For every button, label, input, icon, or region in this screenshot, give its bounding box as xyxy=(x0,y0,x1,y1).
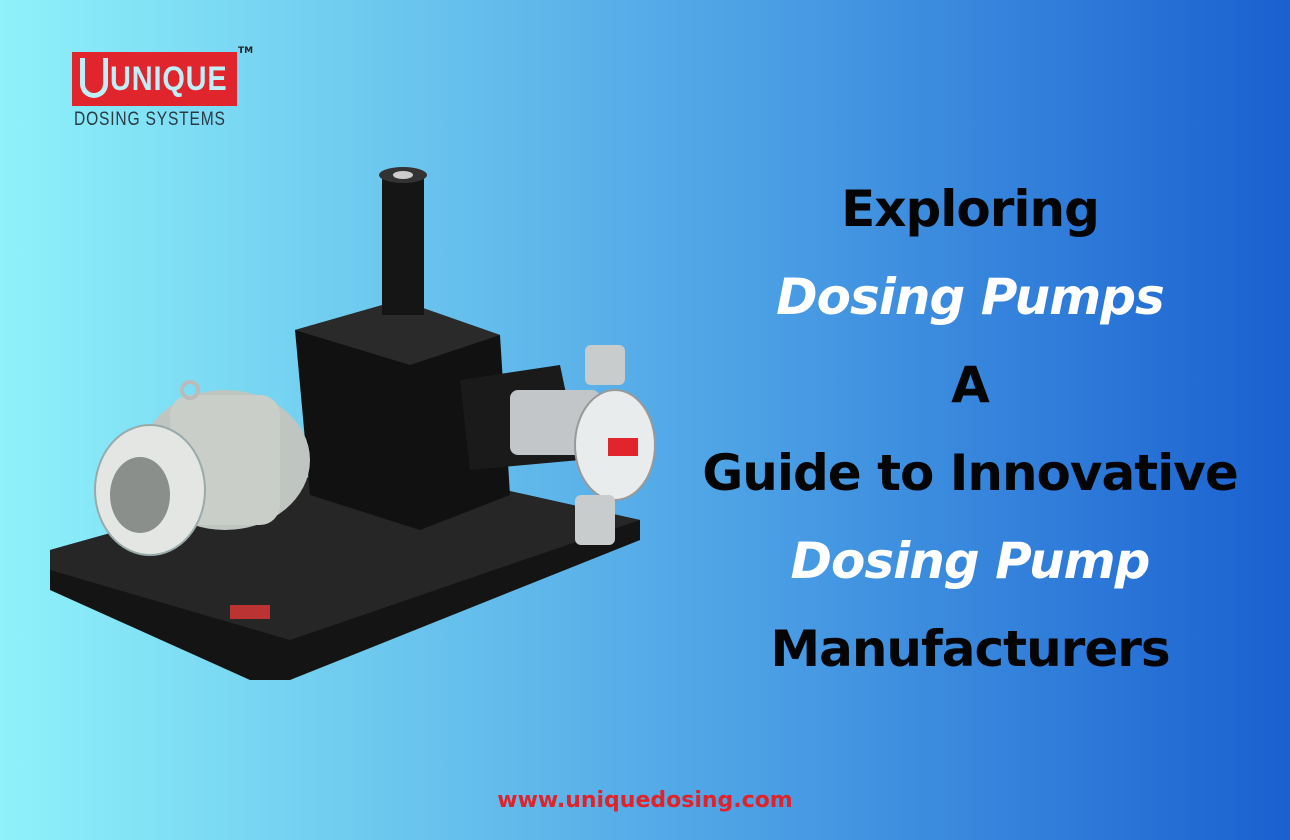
headline-line-4: Guide to Innovative xyxy=(702,444,1239,502)
pump-stroke-column xyxy=(382,175,424,315)
logo-trademark: TM xyxy=(238,46,254,56)
dosing-pump-image xyxy=(50,167,656,680)
pump-gearbox xyxy=(295,300,510,530)
headline-line-1: Exploring xyxy=(841,180,1100,238)
headline-line-5: Dosing Pump xyxy=(790,532,1151,590)
brand-logo: UNIQUE TM DOSING SYSTEMS xyxy=(72,46,253,132)
headline-line-6: Manufacturers xyxy=(770,620,1170,678)
logo-tagline: DOSING SYSTEMS xyxy=(74,109,226,130)
logo-red-box: UNIQUE xyxy=(72,52,237,106)
website-link[interactable]: www.uniquedosing.com xyxy=(497,788,793,813)
pump-valve-bottom xyxy=(575,495,615,545)
headline-line-2: Dosing Pumps xyxy=(776,268,1165,326)
headline: Exploring Dosing Pumps A Guide to Innova… xyxy=(650,165,1290,693)
headline-line-3: A xyxy=(951,356,990,414)
pump-valve-top xyxy=(585,345,625,385)
logo-brand-text: UNIQUE xyxy=(110,60,228,98)
logo-beaker-icon xyxy=(80,58,108,98)
